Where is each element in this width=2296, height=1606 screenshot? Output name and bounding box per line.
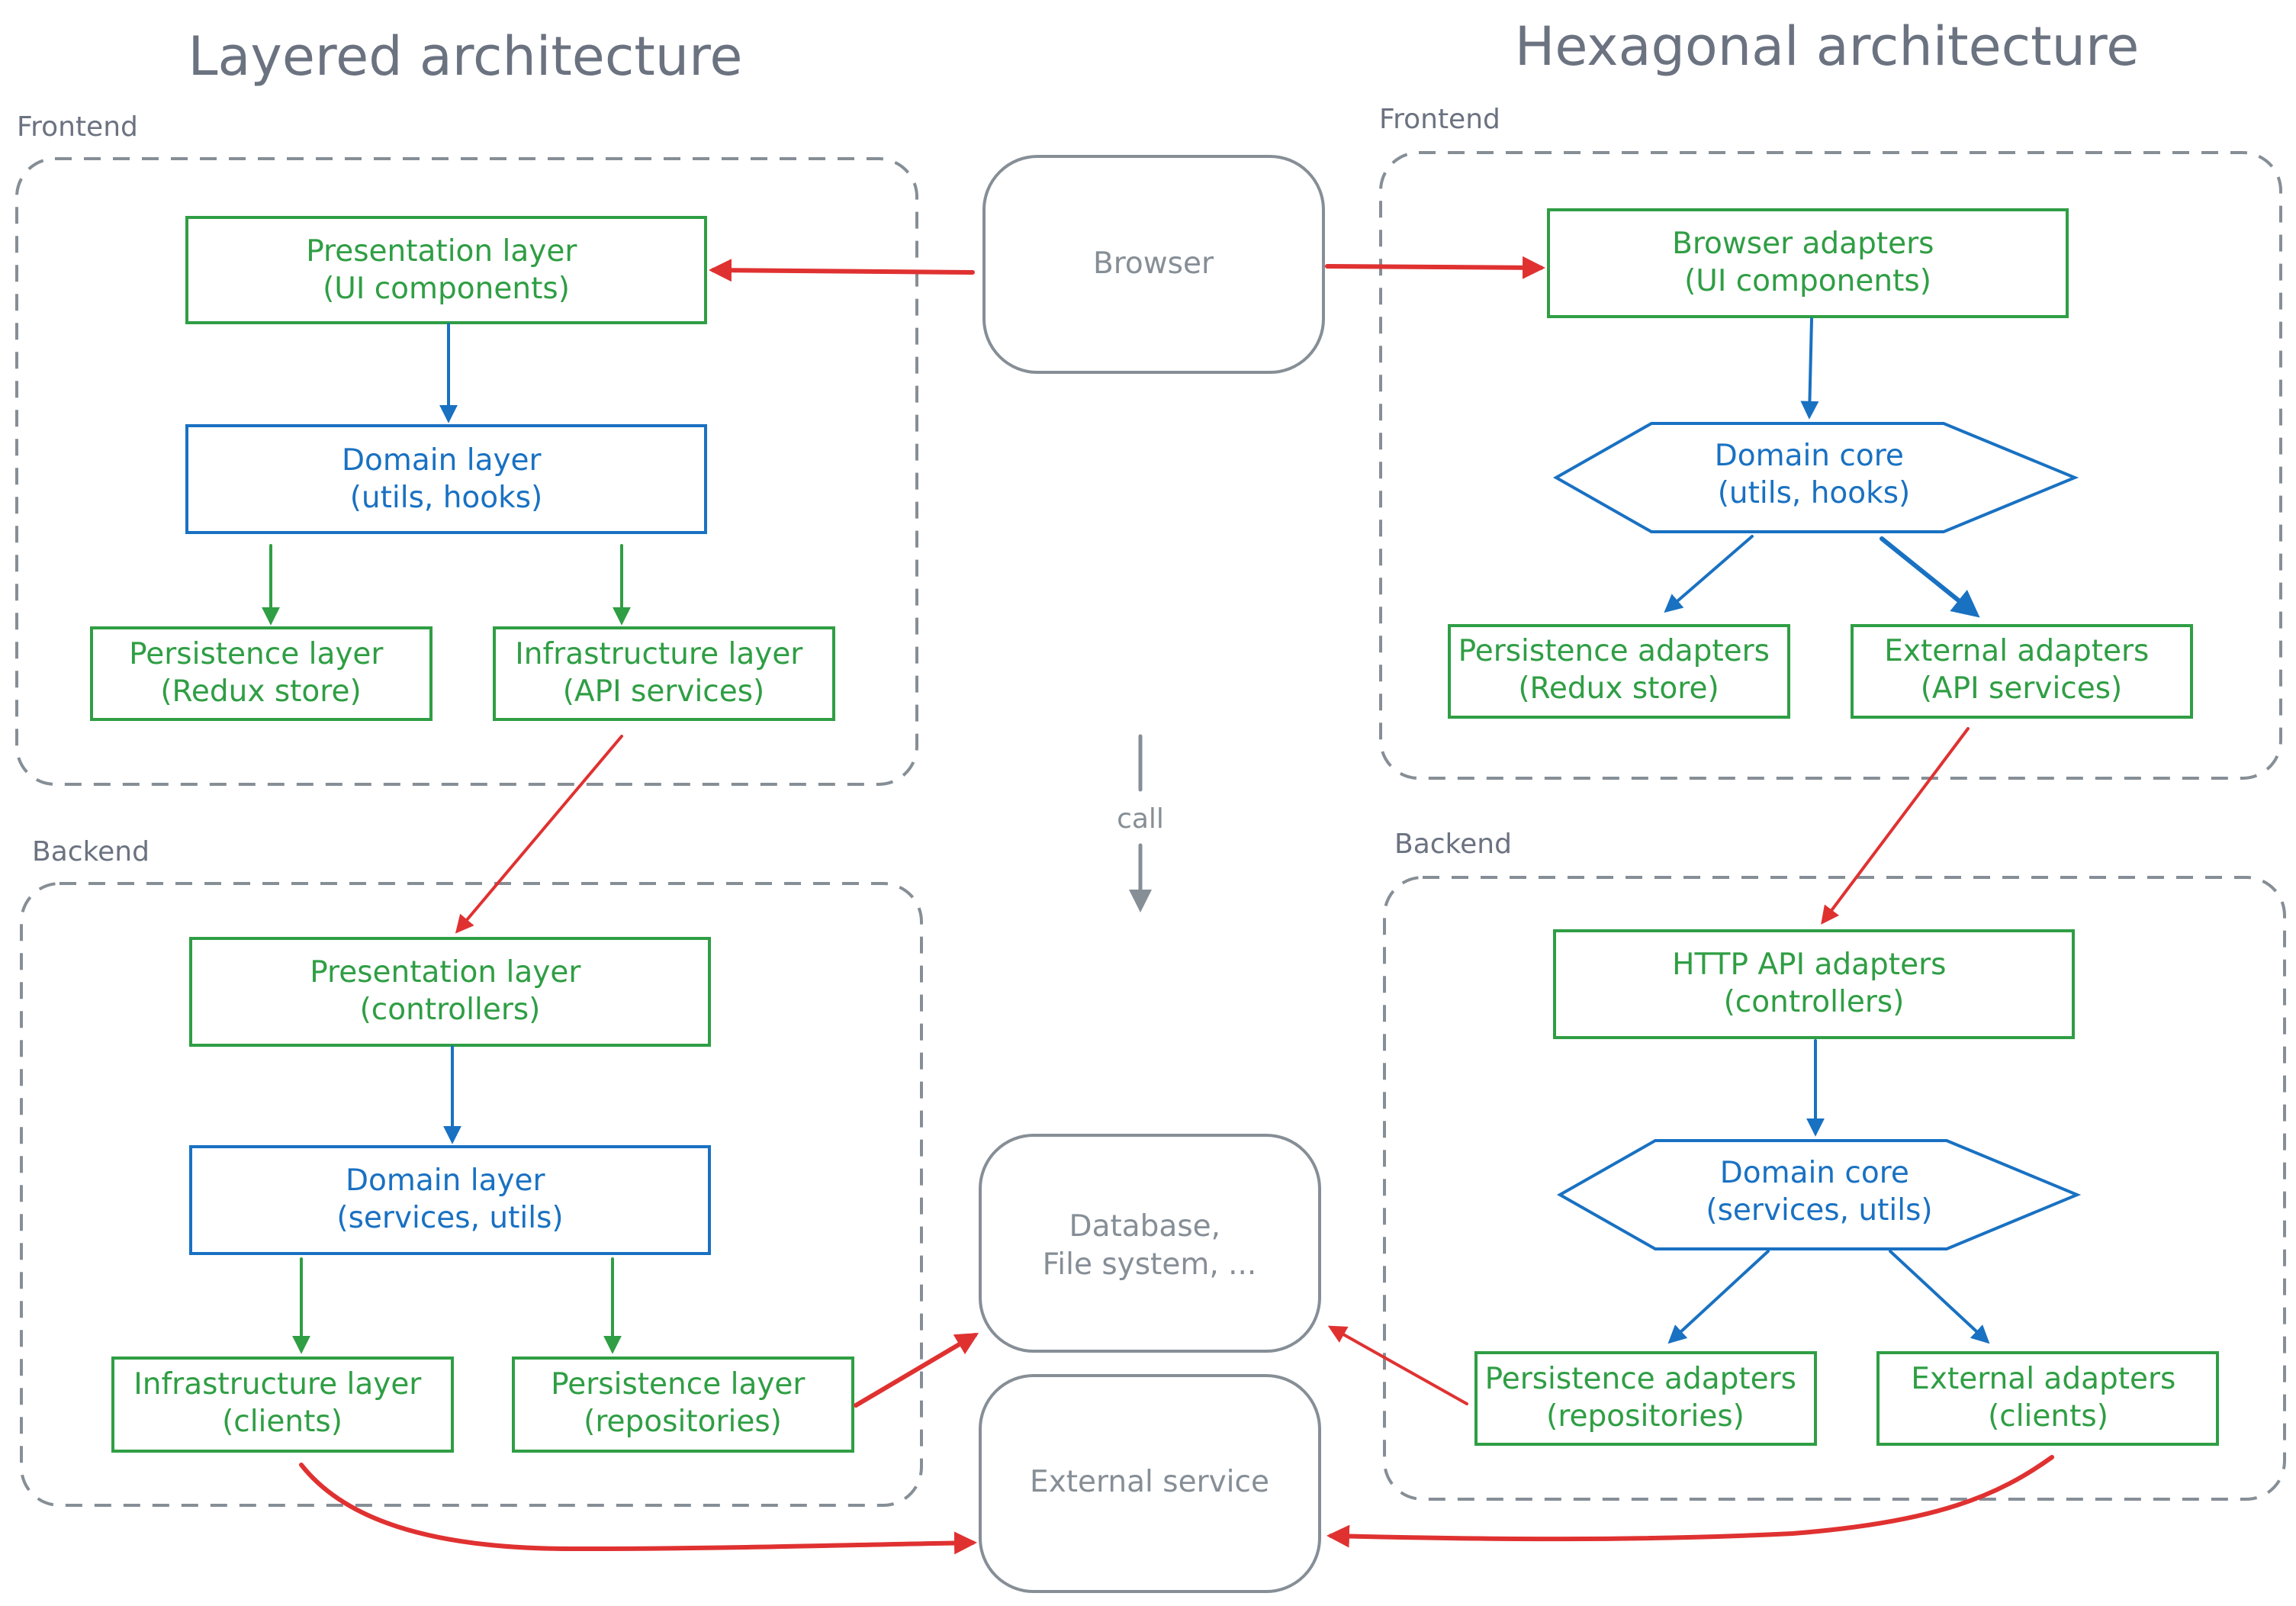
layered-fe-domain-layer: Domain layer (utils, hooks)	[185, 424, 707, 534]
hex-fe-domain-core: Domain core (utils, hooks)	[1552, 422, 2079, 533]
arrow-hex-fe-core-to-external	[1880, 536, 1980, 618]
hex-frontend-label: Frontend	[1379, 104, 1500, 135]
svg-text:Persistence layer (repos: Persistence layer (repositories)	[551, 1367, 815, 1439]
arrow-layered-persistence-to-database	[854, 1332, 979, 1408]
svg-text:Presentation layer (UI c: Presentation layer (UI components)	[306, 234, 587, 306]
arrow-browser-to-layered-presentation	[709, 259, 975, 282]
arrow-layered-infrastructure-to-external-service	[299, 1463, 977, 1555]
svg-text:Infrastructure layer (AP: Infrastructure layer (API services)	[515, 637, 812, 709]
call-legend: call	[1117, 734, 1164, 912]
hex-be-domain-core: Domain core (services, utils)	[1556, 1139, 2082, 1250]
arrow-layered-infrastructure-to-backend	[455, 735, 623, 934]
call-legend-label: call	[1117, 803, 1164, 835]
layered-fe-presentation-layer: Presentation layer (UI components)	[185, 216, 707, 324]
layered-be-infrastructure-layer: Infrastructure layer (clients)	[111, 1357, 454, 1453]
layered-architecture-title: Layered architecture	[188, 25, 743, 88]
hex-be-external-adapters: External adapters (clients)	[1876, 1351, 2219, 1446]
hex-fe-browser-adapters: Browser adapters (UI components)	[1547, 208, 2069, 318]
arrow-browser-to-hex-browser-adapters	[1325, 256, 1545, 279]
arrow-hex-fe-adapters-to-core	[1800, 317, 1819, 420]
hex-be-persistence-adapters: Persistence adapters (repositories)	[1474, 1351, 1817, 1446]
svg-text:Domain core (utils, hook: Domain core (utils, hooks)	[1715, 439, 1914, 510]
layered-fe-persistence-layer: Persistence layer (Redux store)	[90, 626, 433, 721]
layered-frontend-label: Frontend	[17, 111, 138, 143]
svg-text:External adapters (API s: External adapters (API services)	[1884, 634, 2159, 706]
browser-node: Browser	[982, 155, 1325, 374]
svg-text:Persistence adapters (re: Persistence adapters (repositories)	[1485, 1362, 1806, 1434]
external-service-node: External service	[979, 1374, 1321, 1593]
svg-text:Browser: Browser	[1093, 246, 1214, 281]
svg-text:Domain core (services, u: Domain core (services, utils)	[1706, 1156, 1932, 1228]
svg-text:Database, File system, .: Database, File system, ...	[1043, 1209, 1257, 1282]
layered-be-domain-layer: Domain layer (services, utils)	[189, 1145, 711, 1255]
hex-fe-persistence-adapters: Persistence adapters (Redux store)	[1448, 624, 1790, 719]
arrow-hex-external-to-external-service	[1326, 1455, 2054, 1548]
layered-backend-container	[20, 882, 923, 1507]
svg-text:External service: External service	[1030, 1465, 1269, 1499]
hex-be-http-api-adapters: HTTP API adapters (controllers)	[1553, 929, 2075, 1039]
svg-text:Domain layer (services,: Domain layer (services, utils)	[336, 1163, 563, 1235]
svg-text:Persistence adapters (Re: Persistence adapters (Redux store)	[1458, 634, 1780, 706]
svg-text:Presentation layer (cont: Presentation layer (controllers)	[310, 955, 590, 1027]
svg-text:Browser adapters (UI com: Browser adapters (UI components)	[1672, 227, 1944, 298]
svg-text:Persistence layer (Redux: Persistence layer (Redux store)	[129, 637, 393, 709]
arrow-hex-be-core-to-persistence	[1667, 1250, 1770, 1344]
hex-backend-container	[1383, 876, 2286, 1501]
arrow-hex-fe-core-to-persistence	[1664, 535, 1754, 613]
svg-text:HTTP API adapters (contr: HTTP API adapters (controllers)	[1672, 948, 1956, 1019]
svg-text:Domain layer (utils, hoo: Domain layer (utils, hooks)	[342, 443, 551, 515]
svg-text:External adapters (clien: External adapters (clients)	[1911, 1362, 2185, 1434]
database-node: Database, File system, ...	[979, 1134, 1321, 1353]
layered-be-persistence-layer: Persistence layer (repositories)	[512, 1357, 854, 1453]
layered-be-presentation-layer: Presentation layer (controllers)	[189, 937, 711, 1047]
hex-backend-label: Backend	[1394, 829, 1512, 860]
arrow-hex-persistence-to-database	[1327, 1325, 1468, 1405]
arrow-hex-be-core-to-external	[1889, 1250, 1990, 1344]
hex-fe-external-adapters: External adapters (API services)	[1851, 624, 2193, 719]
arrow-hex-external-to-backend	[1821, 727, 1970, 925]
hexagonal-architecture-title: Hexagonal architecture	[1515, 15, 2140, 78]
layered-fe-infrastructure-layer: Infrastructure layer (API services)	[493, 626, 835, 721]
layered-backend-label: Backend	[32, 836, 150, 867]
hex-frontend-container	[1379, 151, 2282, 780]
svg-text:Infrastructure layer (cl: Infrastructure layer (clients)	[133, 1367, 431, 1439]
layered-frontend-container	[15, 157, 918, 786]
